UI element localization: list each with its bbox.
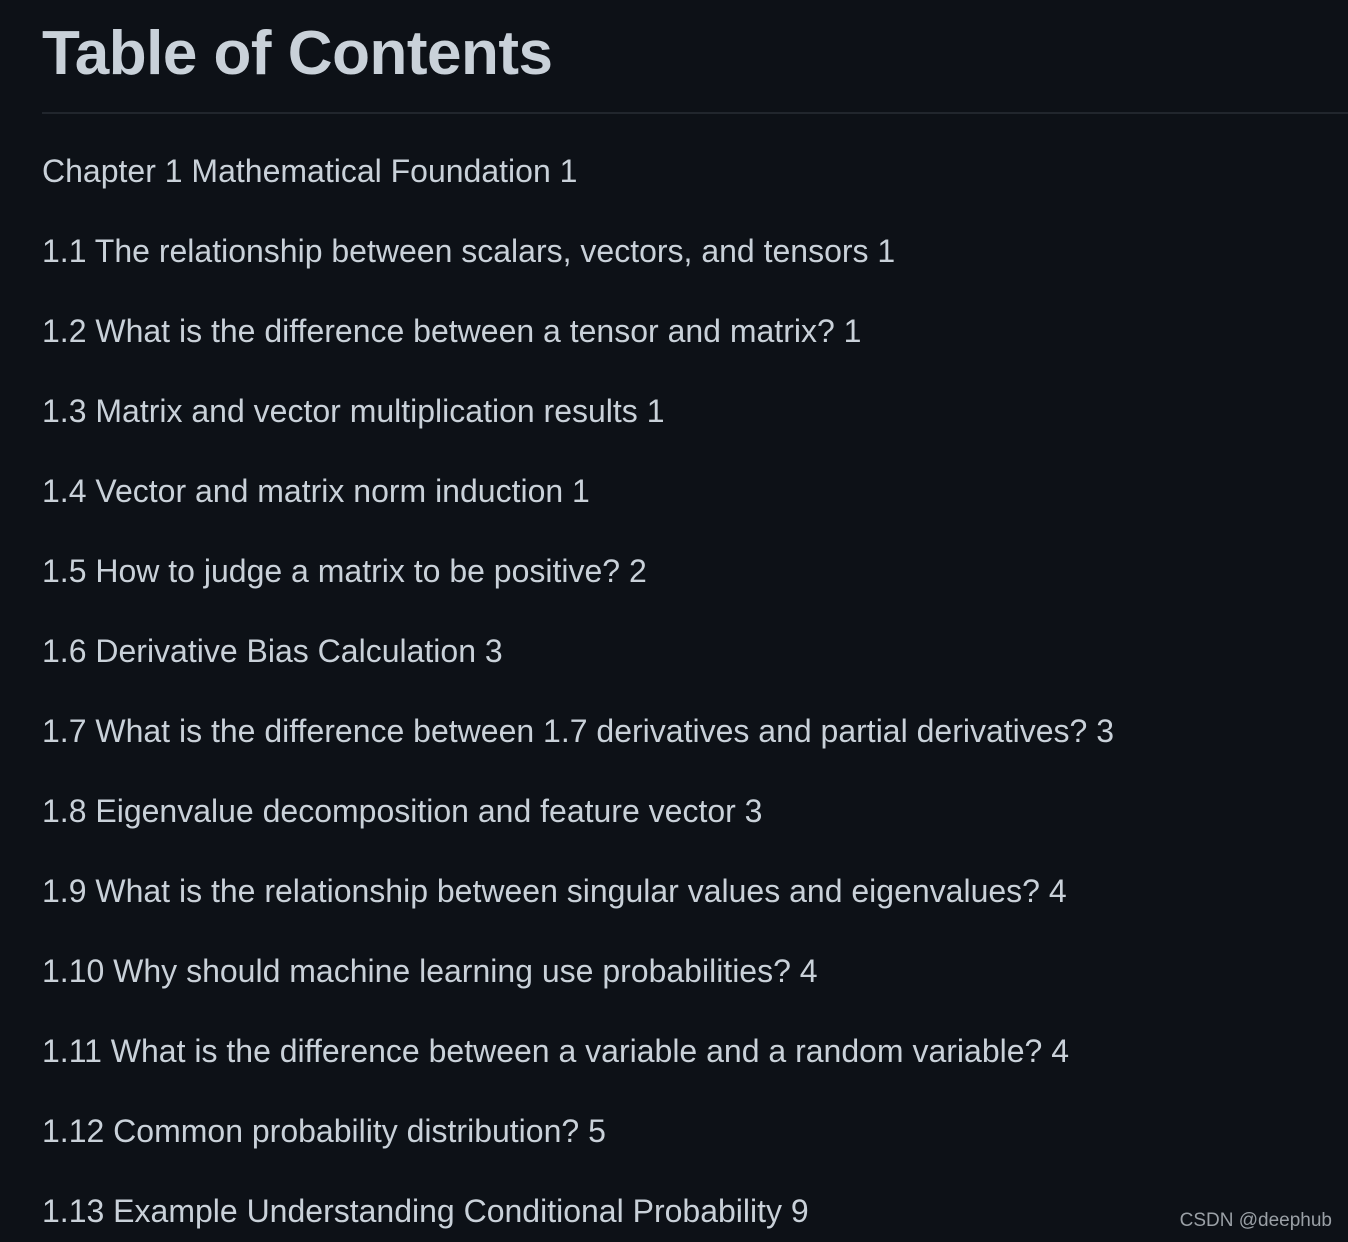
toc-item-label: 1.1 The relationship between scalars, ve…	[42, 233, 896, 269]
toc-item-label: 1.11 What is the difference between a va…	[42, 1033, 1070, 1069]
toc-item-label: 1.5 How to judge a matrix to be positive…	[42, 553, 647, 589]
toc-item-1-12[interactable]: 1.12 Common probability distribution? 5	[42, 1111, 1348, 1191]
toc-item-label: 1.6 Derivative Bias Calculation 3	[42, 633, 503, 669]
toc-item-1-1[interactable]: 1.1 The relationship between scalars, ve…	[42, 231, 1348, 311]
toc-item-label: 1.10 Why should machine learning use pro…	[42, 953, 818, 989]
toc-item-1-4[interactable]: 1.4 Vector and matrix norm induction 1	[42, 471, 1348, 551]
toc-item-label: 1.9 What is the relationship between sin…	[42, 873, 1067, 909]
toc-item-label: 1.2 What is the difference between a ten…	[42, 313, 862, 349]
toc-item-1-3[interactable]: 1.3 Matrix and vector multiplication res…	[42, 391, 1348, 471]
toc-item-chapter-1[interactable]: Chapter 1 Mathematical Foundation 1	[42, 151, 1348, 231]
toc-item-1-11[interactable]: 1.11 What is the difference between a va…	[42, 1031, 1348, 1111]
toc-list: Chapter 1 Mathematical Foundation 1 1.1 …	[42, 114, 1348, 1242]
toc-item-1-13[interactable]: 1.13 Example Understanding Conditional P…	[42, 1191, 1348, 1242]
toc-item-label: 1.12 Common probability distribution? 5	[42, 1113, 606, 1149]
toc-item-label: 1.8 Eigenvalue decomposition and feature…	[42, 793, 763, 829]
toc-item-1-6[interactable]: 1.6 Derivative Bias Calculation 3	[42, 631, 1348, 711]
toc-item-1-10[interactable]: 1.10 Why should machine learning use pro…	[42, 951, 1348, 1031]
toc-item-1-7[interactable]: 1.7 What is the difference between 1.7 d…	[42, 711, 1348, 791]
watermark: CSDN @deephub	[1179, 1210, 1332, 1231]
page-title: Table of Contents	[42, 0, 1348, 114]
document-page: Table of Contents Chapter 1 Mathematical…	[42, 0, 1348, 1242]
toc-item-label: Chapter 1 Mathematical Foundation 1	[42, 153, 578, 189]
toc-item-1-8[interactable]: 1.8 Eigenvalue decomposition and feature…	[42, 791, 1348, 871]
toc-item-label: 1.4 Vector and matrix norm induction 1	[42, 473, 590, 509]
toc-item-1-9[interactable]: 1.9 What is the relationship between sin…	[42, 871, 1348, 951]
toc-item-1-5[interactable]: 1.5 How to judge a matrix to be positive…	[42, 551, 1348, 631]
toc-item-label: 1.3 Matrix and vector multiplication res…	[42, 393, 665, 429]
toc-item-label: 1.7 What is the difference between 1.7 d…	[42, 713, 1115, 749]
toc-item-label: 1.13 Example Understanding Conditional P…	[42, 1193, 809, 1229]
toc-item-1-2[interactable]: 1.2 What is the difference between a ten…	[42, 311, 1348, 391]
